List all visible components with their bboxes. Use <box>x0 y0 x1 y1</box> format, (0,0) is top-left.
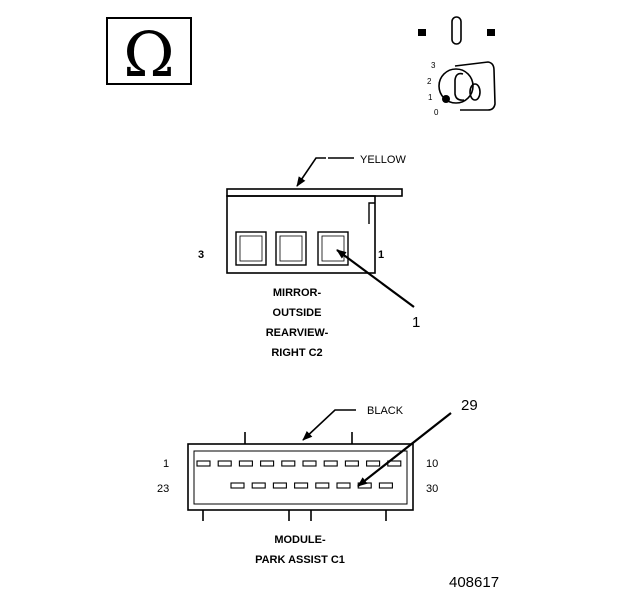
ignition-position-3: 3 <box>431 61 436 70</box>
module-bottom-cavity-8 <box>378 482 393 489</box>
mirror-cavity-2 <box>275 231 307 266</box>
module-callout: 29 <box>461 397 478 414</box>
module-connector: BLACK 29 1 10 23 30 MODULE- PARK ASSIST … <box>157 397 478 566</box>
mirror-pin-right: 1 <box>378 249 384 261</box>
mirror-cavity-1 <box>235 231 267 266</box>
module-top-cavity-2 <box>217 460 232 467</box>
module-top-cavity-10 <box>387 460 402 467</box>
module-top-cavity-1 <box>196 460 211 467</box>
ignition-position-0: 0 <box>434 108 439 117</box>
module-bottom-cavity-4 <box>294 482 309 489</box>
module-bottom-cavity-5 <box>315 482 330 489</box>
mirror-name-line-2: OUTSIDE <box>273 307 322 319</box>
module-bottom-cavity-1 <box>230 482 245 489</box>
ohm-symbol-icon: Ω <box>106 17 192 91</box>
mirror-cavity-3 <box>317 231 349 266</box>
module-pin-top-right: 10 <box>426 458 438 470</box>
module-top-cavity-9 <box>366 460 381 467</box>
module-top-cavity-4 <box>260 460 275 467</box>
module-top-cavity-7 <box>323 460 338 467</box>
module-top-row <box>196 460 402 467</box>
module-pin-bottom-left: 23 <box>157 483 169 495</box>
module-color-label: BLACK <box>367 405 404 417</box>
ignition-key-icon: 3 2 1 0 <box>418 16 496 117</box>
mirror-name-line-3: REARVIEW- <box>266 327 329 339</box>
module-pin-top-left: 1 <box>163 458 169 470</box>
mirror-pin-left: 3 <box>198 249 204 261</box>
module-top-cavity-3 <box>238 460 253 467</box>
mirror-name-line-1: MIRROR- <box>273 287 322 299</box>
module-name-line-1: MODULE- <box>274 534 326 546</box>
module-top-cavity-8 <box>344 460 359 467</box>
module-bottom-row <box>230 482 393 489</box>
module-name-line-2: PARK ASSIST C1 <box>255 554 345 566</box>
mirror-connector: YELLOW 3 1 1 MIRROR- OUTSIDE REARVIEW- R… <box>198 154 420 359</box>
module-top-cavity-6 <box>302 460 317 467</box>
module-top-cavity-5 <box>281 460 296 467</box>
figure-number: 408617 <box>449 574 499 591</box>
module-bottom-cavity-7 <box>357 482 372 489</box>
module-bottom-cavity-6 <box>336 482 351 489</box>
module-bottom-cavity-3 <box>272 482 287 489</box>
module-pin-bottom-right: 30 <box>426 483 438 495</box>
mirror-color-label: YELLOW <box>360 154 406 166</box>
ohm-glyph: Ω <box>123 18 174 91</box>
module-bottom-cavity-2 <box>251 482 266 489</box>
ignition-position-2: 2 <box>427 77 432 86</box>
ignition-position-1: 1 <box>428 93 433 102</box>
mirror-callout: 1 <box>412 314 420 331</box>
mirror-name-line-4: RIGHT C2 <box>271 347 322 359</box>
